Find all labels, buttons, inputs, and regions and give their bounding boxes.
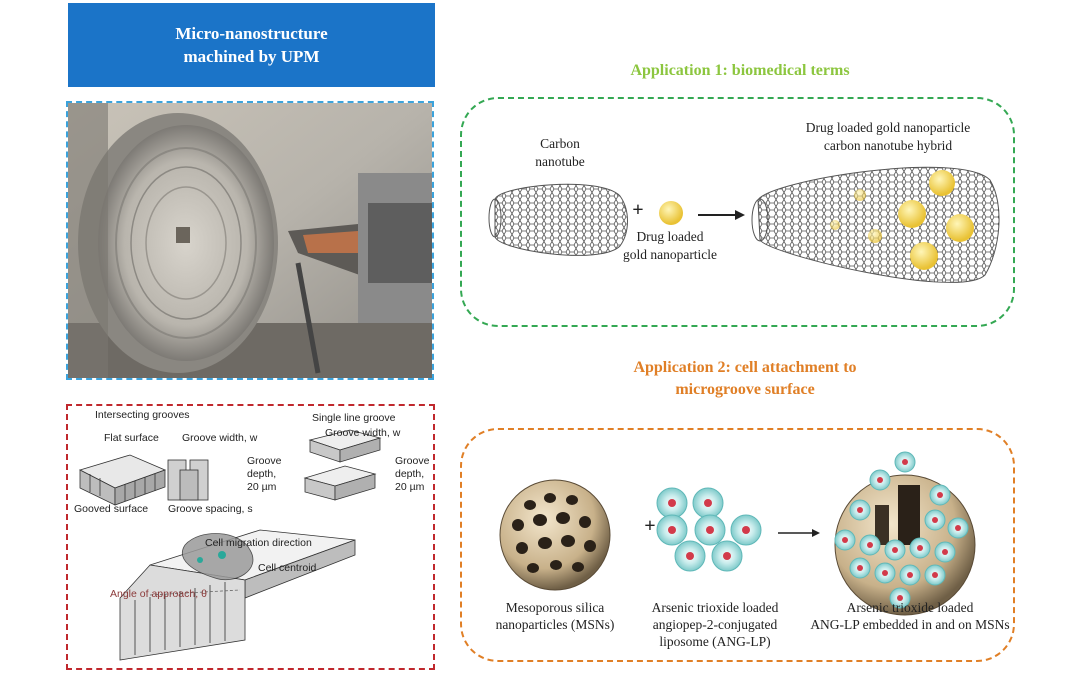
app2-frame xyxy=(460,428,1015,662)
label-gold-nanoparticle: gold nanoparticle xyxy=(622,247,718,262)
label-single-line-groove: Single line groove xyxy=(312,412,396,424)
label-grooved-surface: Gooved surface xyxy=(74,503,149,515)
label-angle-of-approach: Angle of approach, θ xyxy=(110,588,207,600)
label-drug-loaded: Drug loaded xyxy=(636,229,704,244)
label-groove-depth-a2: depth, xyxy=(247,468,277,480)
label-msn-line-1: Mesoporous silica xyxy=(505,600,605,615)
label-groove-depth-b2: depth, xyxy=(395,468,425,480)
label-groove-depth-a1: Groove xyxy=(247,455,282,467)
app2-heading-line-1: Application 2: cell attachment to xyxy=(633,359,857,376)
title-line-1: Micro-nanostructure xyxy=(175,24,328,43)
label-nanotube: nanotube xyxy=(535,154,585,169)
label-groove-spacing: Groove spacing, s xyxy=(168,503,253,515)
label-result-line-1: Arsenic trioxide loaded xyxy=(846,600,974,615)
app2-heading-line-2: microgroove surface xyxy=(675,381,815,398)
label-hybrid-line-1: Drug loaded gold nanoparticle xyxy=(805,120,971,135)
app2-heading: Application 2: cell attachment to microg… xyxy=(560,357,930,401)
label-cell-migration: Cell migration direction xyxy=(205,537,312,549)
carbon-nanotube-icon xyxy=(488,183,628,256)
label-lipo-line-3: liposome (ANG-LP) xyxy=(659,634,771,649)
reaction-arrow-1 xyxy=(698,210,745,220)
label-groove-depth-b1: Groove xyxy=(395,455,430,467)
app1-heading: Application 1: biomedical terms xyxy=(630,62,850,79)
label-groove-depth-b3: 20 µm xyxy=(395,481,425,493)
machining-photo xyxy=(68,103,432,378)
microgroove-diagram-frame xyxy=(66,404,435,670)
label-hybrid-line-2: carbon nanotube hybrid xyxy=(823,138,953,153)
label-intersecting-grooves: Intersecting grooves xyxy=(95,409,190,421)
hybrid-nanotube-icon xyxy=(751,166,1000,283)
label-carbon: Carbon xyxy=(540,136,580,151)
label-groove-depth-a3: 20 µm xyxy=(247,481,277,493)
plus-sign-1: + xyxy=(632,199,644,221)
label-flat-surface: Flat surface xyxy=(104,432,159,444)
gold-nanoparticle-icon xyxy=(659,201,683,225)
label-groove-width-b: Groove width, w xyxy=(325,427,401,439)
label-lipo-line-2: angiopep-2-conjugated xyxy=(652,617,778,632)
app1-frame xyxy=(460,97,1015,327)
title-box: Micro-nanostructure machined by UPM xyxy=(68,3,435,87)
reaction-arrow-2 xyxy=(778,529,820,537)
title-line-2: machined by UPM xyxy=(183,47,320,66)
plus-sign-2: + xyxy=(644,515,656,537)
label-lipo-line-1: Arsenic trioxide loaded xyxy=(651,600,779,615)
label-msn-line-2: nanoparticles (MSNs) xyxy=(495,617,615,632)
machining-photo-frame xyxy=(66,101,434,380)
label-cell-centroid: Cell centroid xyxy=(258,562,317,574)
msn-with-liposomes-icon xyxy=(834,451,976,616)
liposome-cluster-icon xyxy=(656,487,762,572)
label-groove-width-a: Groove width, w xyxy=(182,432,258,444)
msn-particle-icon xyxy=(499,479,611,591)
label-result-line-2: ANG-LP embedded in and on MSNs xyxy=(810,617,1010,632)
